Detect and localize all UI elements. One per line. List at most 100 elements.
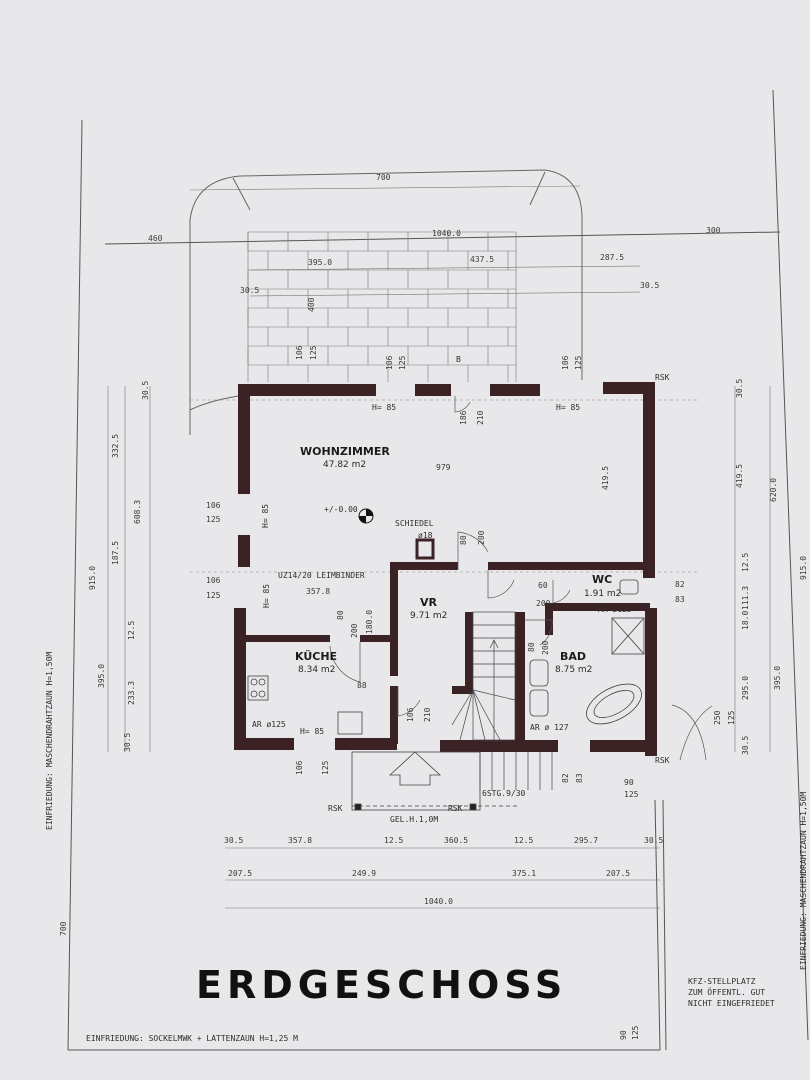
dim-side-700: 700 <box>59 921 68 936</box>
h85-label-1: H= 85 <box>372 403 396 412</box>
dim-106-int: 106 <box>406 707 415 722</box>
dim-200b: 200 <box>477 530 486 545</box>
toilet <box>529 689 549 717</box>
dim-b1-30b: 30.5 <box>644 836 663 845</box>
dim-win-125: 125 <box>309 345 318 360</box>
wall-stair-1 <box>465 612 473 694</box>
wall-left-2 <box>238 535 250 567</box>
h85-label-2: H= 85 <box>556 403 580 412</box>
walls <box>234 382 657 756</box>
wall-kueche-top-2 <box>360 635 392 642</box>
dim-right-295: 295.0 <box>741 676 750 700</box>
dim-90-int: 90 <box>624 778 634 787</box>
dim-b1-357: 357.8 <box>288 836 312 845</box>
dim-b1-360: 360.5 <box>444 836 468 845</box>
level-label: +/-0.00 <box>324 505 358 514</box>
room-name-vr: VR <box>420 596 438 609</box>
ar127-label: AR ø 127 <box>530 723 569 732</box>
wall-vr-top <box>390 562 458 570</box>
room-area-wc: 1.91 m2 <box>584 589 621 599</box>
dim-top-460: 460 <box>148 234 163 243</box>
dim-top-395: 395.0 <box>308 258 332 267</box>
wall-top-2 <box>415 384 451 396</box>
room-name-wc: WC <box>592 573 612 586</box>
wall-bad-left <box>545 603 553 635</box>
property-boundary <box>67 89 809 1051</box>
dim-left-125b: 125 <box>206 591 221 600</box>
b-label: B <box>456 355 461 364</box>
ar125-label-2: AR ø125 <box>598 605 632 614</box>
rsk-label-2: RSK <box>655 756 670 765</box>
sink <box>529 659 549 687</box>
room-name-bad: BAD <box>560 650 586 663</box>
dim-b1-295: 295.7 <box>574 836 598 845</box>
dim-left-106a: 106 <box>206 501 221 510</box>
wall-left-3 <box>234 608 246 750</box>
wc-toilet <box>619 579 639 595</box>
dim-right-12: 12.5 <box>741 553 750 572</box>
dim-terrace-106a: 106 <box>385 355 394 370</box>
dim-60: 60 <box>538 581 548 590</box>
dim-left-233: 233.3 <box>127 681 136 705</box>
beam-lines <box>190 399 700 573</box>
dim-top-30b: 30.5 <box>640 281 659 290</box>
room-labels: WOHNZIMMER 47.82 m2 KÜCHE 8.34 m2 VR 9.7… <box>295 445 621 675</box>
dimension-lines <box>107 185 771 909</box>
wall-right-2 <box>645 608 657 756</box>
dim-right-83: 83 <box>675 595 685 604</box>
h85-label-5: H= 85 <box>262 584 271 608</box>
wall-vr-bottom <box>390 686 398 744</box>
h85-label-4: H= 85 <box>261 504 270 528</box>
wall-right-1 <box>643 382 655 578</box>
dim-left-30b: 30.5 <box>123 733 132 752</box>
dim-125-int: 125 <box>624 790 639 799</box>
shower <box>611 617 645 655</box>
dim-bottom-82: 82 <box>561 773 570 783</box>
fence-bottom-label: EINFRIEDUNG: SOCKELMWK + LATTENZAUN H=1,… <box>86 1034 298 1043</box>
level-marker <box>358 508 374 524</box>
wall-bottom-4 <box>590 740 657 752</box>
room-area-wohnzimmer: 47.82 m2 <box>323 460 366 470</box>
dims-right: 30.5 419.5 620.0 12.5 111.3 18.0 395.0 2… <box>561 379 808 783</box>
wall-top-4 <box>603 382 655 394</box>
dim-right-18: 18.0 <box>741 611 750 630</box>
dim-b3-1040: 1040.0 <box>424 897 453 906</box>
wall-stair-3 <box>515 612 525 742</box>
dim-357-int: 357.8 <box>306 587 330 596</box>
kitchen-sink <box>337 711 363 735</box>
dim-left-30a: 30.5 <box>141 381 150 400</box>
wall-bottom-2 <box>335 738 397 750</box>
dim-top-437: 437.5 <box>470 255 494 264</box>
dim-left-187: 187.5 <box>111 541 120 565</box>
dim-right-82: 82 <box>675 580 685 589</box>
dim-left-12: 12.5 <box>127 621 136 640</box>
dims-terrace: 400 106 125 106 125 186 210 106 125 <box>295 297 583 775</box>
h85-label-3: H= 85 <box>300 727 324 736</box>
room-area-bad: 8.75 m2 <box>555 665 592 675</box>
plan-title: ERDGESCHOSS <box>196 963 567 1007</box>
dim-terrace-106b: 106 <box>561 355 570 370</box>
gel-label: GEL.H.1,0M <box>390 815 438 824</box>
parking-line-2: ZUM ÖFFENTL. GUT <box>688 987 765 997</box>
dim-right-915: 915.0 <box>799 556 808 580</box>
rsk-label-1: RSK <box>655 373 670 382</box>
schiedel-label: SCHIEDEL <box>395 519 434 528</box>
room-name-kueche: KÜCHE <box>295 649 337 663</box>
dim-terrace-125a: 125 <box>398 355 407 370</box>
doors <box>329 396 713 761</box>
dim-left-608: 608.3 <box>133 500 142 524</box>
chimney <box>415 538 435 560</box>
rsk-label-3: RSK <box>328 804 343 813</box>
wall-top-3 <box>490 384 540 396</box>
dim-979: 979 <box>436 463 451 472</box>
stairs-label: 6STG.9/30 <box>482 789 526 798</box>
dim-right-419: 419.5 <box>735 464 744 488</box>
terrace-paving <box>247 231 517 382</box>
dim-80a: 80 <box>336 610 345 620</box>
dim-top-700: 700 <box>376 173 391 182</box>
dim-left-332: 332.5 <box>111 434 120 458</box>
dim-419-int: 419.5 <box>601 466 610 490</box>
fence-left-label: EINFRIEDUNG: MASCHENDRAHTZAUN H=1,50M <box>45 652 54 830</box>
